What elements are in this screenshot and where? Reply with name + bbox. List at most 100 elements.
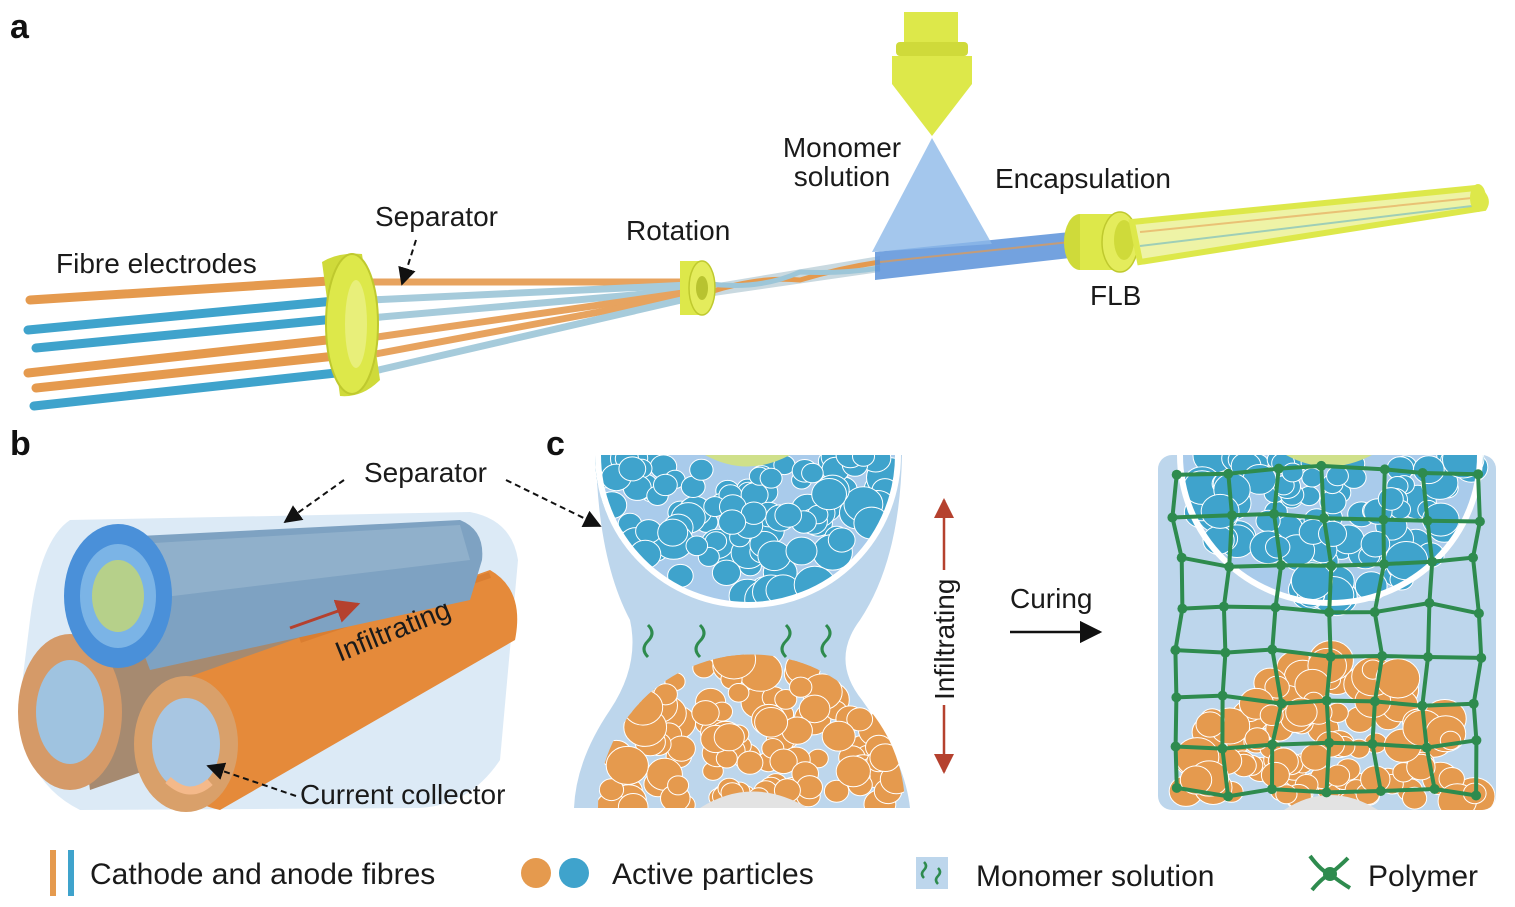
particle [759, 467, 783, 489]
particle [605, 745, 649, 785]
polymer-node [1325, 651, 1336, 662]
cathode-particles [598, 654, 905, 808]
legend-fibres: Cathode and anode fibres [50, 850, 435, 896]
particle [798, 694, 831, 724]
cathode-fibre [23, 333, 350, 378]
polymer-node [1422, 515, 1433, 526]
particle [711, 559, 742, 586]
anode-fibre-blue [64, 520, 483, 670]
polymer-node [1224, 561, 1235, 572]
encapsulated-fibre [1128, 184, 1489, 266]
polymer-node [1427, 556, 1438, 567]
particle [617, 793, 649, 808]
anode-particle-swatch [559, 858, 589, 888]
legend-label-polymer: Polymer [1368, 860, 1478, 893]
polymer-node [1171, 469, 1182, 480]
polymer-node [1316, 460, 1327, 471]
polymer-node [1170, 741, 1181, 752]
polymer-node [1379, 464, 1390, 475]
polymer-node [1220, 647, 1231, 658]
legend-particles: Active particles [521, 858, 814, 891]
polymer-strand [1420, 472, 1437, 790]
anode-fibre [23, 295, 350, 335]
polymer-node [1378, 514, 1389, 525]
particle [1195, 711, 1225, 738]
polymer-node [1324, 607, 1335, 618]
polymer-node [1474, 516, 1485, 527]
legend-polymer: Polymer [1308, 854, 1478, 893]
cathode-fibre [31, 350, 350, 393]
polymer-node [1369, 696, 1380, 707]
particle [598, 778, 625, 802]
polymer-node [1326, 560, 1337, 571]
particle [657, 518, 689, 547]
particle [769, 748, 798, 775]
particle [757, 540, 792, 572]
legend-label-fibres: Cathode and anode fibres [90, 858, 435, 891]
particle [667, 775, 690, 796]
label-current-collector: Current collector [300, 779, 505, 810]
polymer-node [1321, 787, 1332, 798]
particle [618, 456, 647, 482]
label-flb: FLB [1090, 280, 1141, 311]
legend-monomer: Monomer solution [916, 857, 1214, 893]
polymer-node [1324, 737, 1335, 748]
particle [1442, 455, 1485, 479]
cathode-particle-swatch [521, 858, 551, 888]
anode-fibre-swatch [68, 850, 74, 896]
nozzle-icon [872, 12, 992, 252]
legend: Cathode and anode fibres Active particle… [50, 850, 1478, 896]
polymer-node [1377, 651, 1388, 661]
particle [691, 700, 720, 726]
polymer-node [1267, 644, 1278, 655]
panel-a: a [10, 8, 1489, 411]
polymer-node [1270, 602, 1281, 613]
polymer-node [1276, 560, 1287, 571]
label-monomer-line1: Monomer [783, 132, 901, 163]
particle [774, 689, 798, 710]
polymer-network [1167, 460, 1487, 802]
legend-label-particles: Active particles [612, 858, 814, 891]
particle [827, 527, 856, 553]
label-rotation: Rotation [626, 215, 730, 246]
particle [801, 462, 824, 484]
polymer-node [1473, 608, 1484, 619]
infiltrating-arrow [289, 599, 361, 630]
polymer-strand [1370, 469, 1387, 792]
particle [666, 735, 696, 762]
particle [685, 535, 709, 557]
particle [835, 755, 871, 788]
flb-ring [1064, 211, 1139, 273]
cured-electrolyte-block [1158, 455, 1496, 810]
polymer-node [1269, 508, 1279, 519]
polymer-node [1170, 645, 1181, 656]
anode-particles [595, 454, 901, 608]
particle [754, 707, 789, 738]
panel-c: c Infiltrating Curing [546, 425, 1496, 810]
polymer-node [1267, 784, 1277, 795]
particle [1402, 786, 1428, 810]
polymer-strand [1220, 473, 1235, 797]
polymer-node [1473, 469, 1484, 480]
polymer-node [1321, 695, 1332, 706]
polymer-node [1218, 601, 1229, 612]
monomer-wiggles [642, 623, 832, 659]
panel-label-c: c [546, 425, 565, 463]
monomer-spray [872, 138, 992, 252]
polymer-strand [1170, 474, 1185, 788]
polymer-node [1379, 559, 1389, 570]
particle [785, 536, 818, 566]
polymer-strand [1270, 468, 1284, 790]
separator-arrow-c [505, 479, 602, 527]
particle [1285, 697, 1318, 727]
label-infiltrating-c: Infiltrating [929, 579, 960, 700]
particle [1318, 520, 1347, 547]
particle [1260, 761, 1290, 789]
particle [1412, 455, 1445, 485]
polymer-node [1417, 700, 1428, 711]
particle [713, 723, 745, 752]
polymer-node [1267, 739, 1278, 750]
polymer-node [1423, 652, 1433, 662]
polymer-node [1276, 698, 1287, 709]
polymer-node [1223, 468, 1234, 479]
